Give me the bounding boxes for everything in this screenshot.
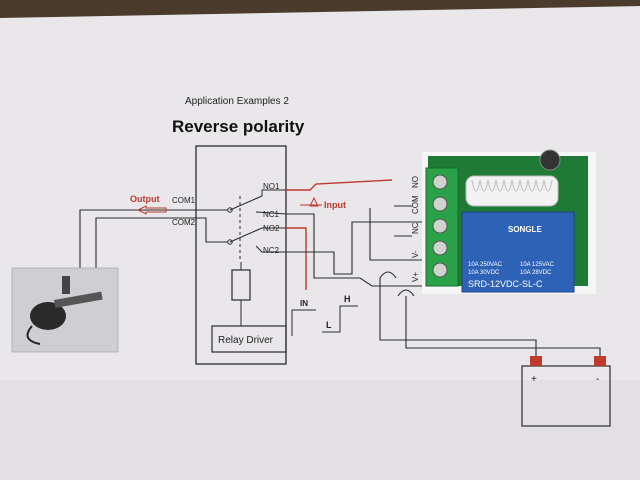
com2-label: COM2 — [172, 218, 196, 227]
output-label: Output — [130, 194, 160, 204]
nc2-to-com — [286, 221, 425, 275]
paper-sheet — [0, 6, 640, 480]
blue-relay — [461, 211, 575, 293]
pin-label-nc1: NC1 — [263, 210, 280, 219]
high-label: H — [344, 294, 351, 304]
output-wire-1 — [79, 209, 228, 270]
input-label: Input — [324, 200, 346, 210]
output-arrow — [136, 205, 167, 215]
receiver-module: SONGLE 10A 250VAC 10A 125VAC 10A 30VDC 1… — [422, 149, 596, 294]
battery-minus-label: - — [596, 374, 599, 385]
terminal-label-vplus: V+ — [411, 272, 420, 282]
red-wire-top — [286, 179, 393, 191]
battery-minus-wire — [405, 296, 601, 362]
battery-plus-terminal — [530, 356, 542, 366]
subtitle: Application Examples 2 — [185, 96, 289, 107]
no1-wire — [261, 189, 286, 196]
signal-step — [322, 305, 358, 333]
relay-spec-1: 10A 250VAC — [468, 262, 503, 268]
wire-hop-1 — [379, 271, 397, 279]
terminal-label-com: COM — [411, 195, 420, 214]
relay-board-outline — [195, 145, 287, 365]
relay-model: SRD-12VDC-SL-C — [468, 279, 543, 289]
terminal-screw-icon — [432, 240, 448, 256]
paper-shadow — [0, 380, 640, 480]
battery-plus-label: + — [531, 374, 537, 385]
nc2-wire — [255, 245, 286, 253]
actuator-motor-icon — [30, 302, 66, 330]
in-signal-wire — [291, 309, 316, 336]
actuator-cable-icon — [26, 325, 41, 345]
terminal-screw-icon — [432, 218, 448, 234]
terminal-screw-icon — [432, 262, 448, 278]
terminal-label-vminus: V- — [411, 250, 420, 258]
nc1-wire — [255, 211, 287, 215]
com1-label: COM1 — [172, 196, 196, 205]
output-wire-2 — [95, 217, 228, 270]
antenna-coil-turns — [471, 179, 553, 192]
com2-blade — [229, 227, 263, 243]
relay-spec-4: 10A 28VDC — [520, 270, 552, 276]
terminal-screw-icon — [432, 196, 448, 212]
pin-label-no2: NO2 — [263, 224, 280, 233]
page-title: Reverse polarity — [172, 117, 305, 136]
wire-hop-2 — [397, 289, 415, 297]
pin-label-no1: NO1 — [263, 182, 280, 191]
terminal-label-no: NO — [411, 176, 420, 188]
battery-box — [521, 365, 611, 427]
actuator-bracket-icon — [62, 276, 70, 294]
relay-driver-box — [211, 325, 287, 353]
input-arrow — [309, 196, 319, 207]
pin-label-nc2: NC2 — [263, 246, 280, 255]
red-wire-no2 — [286, 227, 307, 290]
nc1-to-vplus — [286, 213, 425, 287]
battery-plus-wire — [379, 278, 537, 362]
com1-blade — [229, 195, 263, 211]
capacitor-icon — [539, 149, 561, 171]
battery-minus-terminal — [594, 356, 606, 366]
relay-spec-2: 10A 125VAC — [520, 262, 555, 268]
actuator-rod-icon — [54, 291, 103, 308]
relay-brand: SONGLE — [508, 225, 542, 234]
relay-driver-label: Relay Driver — [218, 335, 274, 346]
in-label: IN — [300, 299, 308, 308]
terminal-screw-icon — [432, 174, 448, 190]
vminus-wire — [369, 208, 425, 261]
low-label: L — [326, 320, 332, 330]
terminal-label-nc: NC — [411, 222, 420, 234]
relay-spec-3: 10A 30VDC — [468, 270, 500, 276]
